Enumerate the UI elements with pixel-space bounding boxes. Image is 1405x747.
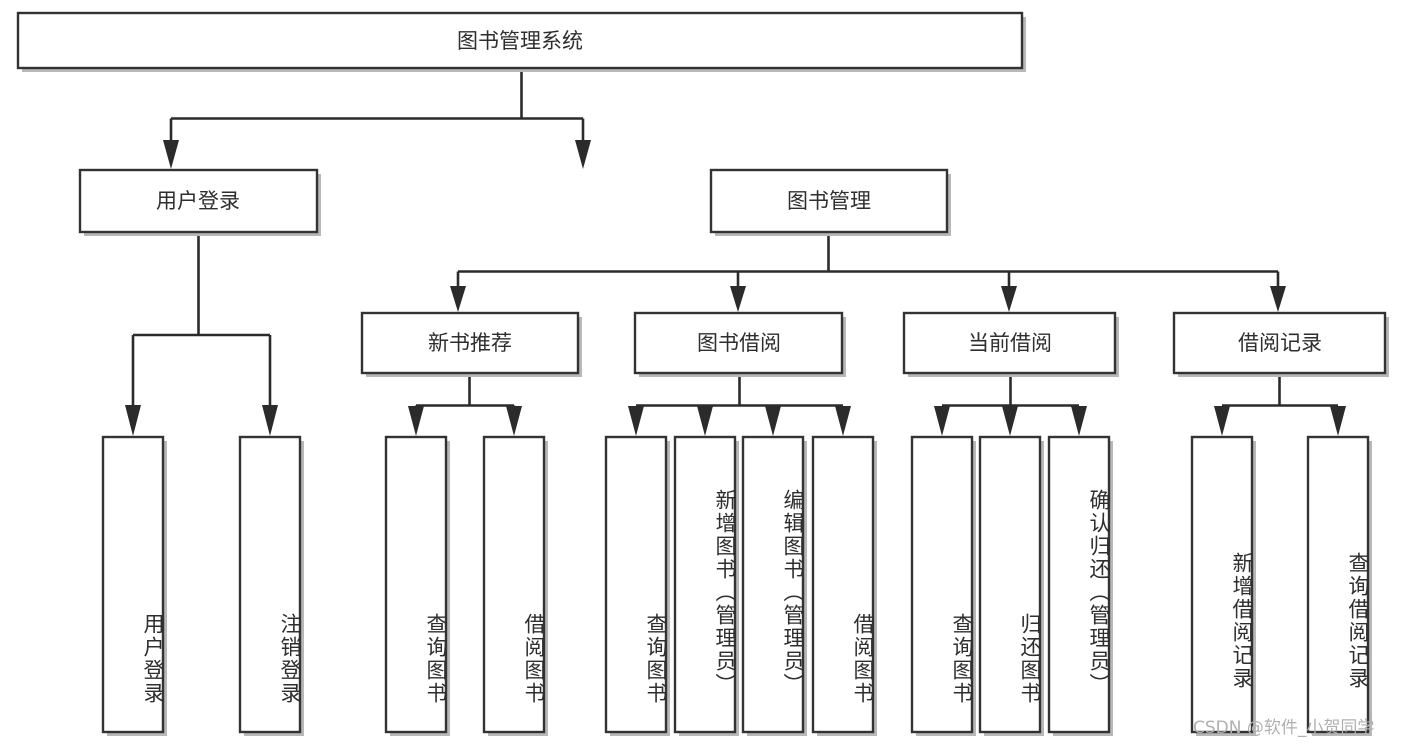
leaf-current-borrow-2-box[interactable]: [978, 435, 1042, 734]
node-borrow-record-box[interactable]: [1172, 311, 1387, 375]
arrow-leaf-book-borrow-4: [835, 406, 851, 436]
node-root-box[interactable]: [16, 11, 1024, 70]
arrow-to-new-book: [450, 286, 466, 312]
arrow-leaf-current-borrow-2: [1002, 406, 1018, 436]
leaf-borrow-record-2-box[interactable]: [1306, 435, 1370, 734]
leaf-user-login-2-box[interactable]: [238, 435, 302, 734]
arrow-leaf-book-borrow-2: [697, 406, 713, 436]
arrow-to-current-borrow: [1001, 286, 1017, 312]
node-book-borrow[interactable]: 图书借阅: [633, 311, 846, 377]
node-book-manage-box[interactable]: [709, 168, 949, 234]
arrow-leaf-user-login-1: [125, 405, 141, 436]
node-new-book-recommend-box[interactable]: [360, 311, 580, 375]
arrow-leaf-borrow-record-1: [1214, 406, 1230, 436]
node-new-book-recommend-label: 新书推荐: [428, 331, 512, 355]
arrow-to-user-login: [163, 140, 179, 169]
arrow-to-borrow-record: [1270, 286, 1286, 312]
leaf-book-borrow-3-box[interactable]: [741, 435, 805, 734]
node-root[interactable]: 图书管理系统: [16, 11, 1026, 72]
node-user-login-box[interactable]: [78, 168, 319, 234]
leaf-new-book-2-box[interactable]: [482, 435, 546, 734]
arrow-leaf-book-borrow-1: [628, 406, 644, 436]
leaf-current-borrow-1-box[interactable]: [910, 435, 974, 734]
node-borrow-record-label: 借阅记录: [1238, 331, 1322, 355]
node-new-book-recommend[interactable]: 新书推荐: [360, 311, 582, 377]
node-book-borrow-box[interactable]: [633, 311, 844, 375]
node-root-label: 图书管理系统: [457, 29, 583, 53]
arrow-leaf-borrow-record-2: [1330, 406, 1346, 436]
leaf-book-borrow-4-box[interactable]: [811, 435, 875, 734]
node-user-login[interactable]: 用户登录: [78, 168, 321, 236]
leaf-book-borrow-2-box[interactable]: [673, 435, 737, 734]
arrow-leaf-book-borrow-3: [765, 406, 781, 436]
leaf-borrow-record-1-box[interactable]: [1190, 435, 1254, 734]
csdn-watermark: CSDN @软件_小贺同学: [1193, 718, 1375, 738]
arrow-to-book-manage: [575, 140, 591, 169]
node-book-manage[interactable]: 图书管理: [709, 168, 951, 236]
arrow-leaf-current-borrow-1: [934, 406, 950, 436]
node-current-borrow-label: 当前借阅: [968, 331, 1052, 355]
arrow-leaf-user-login-2: [262, 405, 278, 436]
node-user-login-label: 用户登录: [156, 189, 240, 213]
leaf-box-layer: [101, 435, 1372, 736]
leaf-current-borrow-3-box[interactable]: [1047, 435, 1111, 734]
arrow-leaf-new-book-2: [506, 406, 522, 436]
connector-layer: [125, 69, 1346, 436]
leaf-new-book-1-box[interactable]: [384, 435, 448, 734]
node-current-borrow-box[interactable]: [902, 311, 1117, 375]
arrow-to-book-borrow: [730, 286, 746, 312]
node-book-manage-label: 图书管理: [787, 189, 871, 213]
leaf-book-borrow-1-box[interactable]: [604, 435, 668, 734]
leaf-user-login-1-box[interactable]: [101, 435, 165, 734]
node-borrow-record[interactable]: 借阅记录: [1172, 311, 1389, 377]
node-current-borrow[interactable]: 当前借阅: [902, 311, 1119, 377]
node-book-borrow-label: 图书借阅: [697, 331, 781, 355]
arrow-leaf-current-borrow-3: [1071, 406, 1087, 436]
arrow-leaf-new-book-1: [408, 406, 424, 436]
